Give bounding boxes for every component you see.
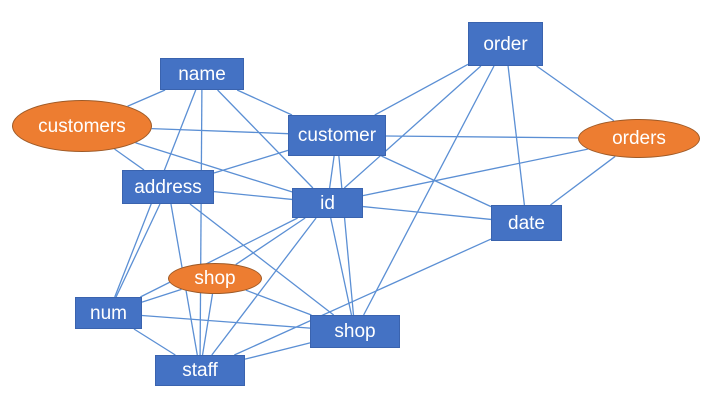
node-label-shop_e: shop	[194, 268, 236, 289]
edge-id-date	[362, 205, 492, 221]
edge-id-staff	[211, 217, 317, 356]
edge-name-id	[217, 89, 314, 189]
edge-address-num	[115, 203, 161, 298]
node-order[interactable]: order	[468, 22, 543, 66]
node-label-address: address	[134, 176, 202, 198]
node-id[interactable]: id	[292, 188, 363, 218]
edge-customers-id	[135, 142, 293, 193]
edge-address-id	[213, 190, 293, 201]
node-label-customers: customers	[38, 115, 126, 137]
edge-shop_e-staff	[201, 293, 214, 356]
node-date[interactable]: date	[491, 205, 562, 241]
node-label-staff: staff	[182, 360, 218, 381]
edge-orders-date	[550, 155, 616, 206]
node-label-name: name	[178, 63, 226, 85]
edge-customer-shop_r	[338, 155, 355, 316]
edge-customer-date	[381, 155, 492, 208]
edge-id-shop_e	[235, 217, 306, 266]
edge-id-orders	[362, 148, 588, 197]
edge-name-customer	[236, 89, 293, 116]
edge-shop_e-shop_r	[245, 289, 312, 316]
edge-customer-orders	[385, 135, 579, 139]
edge-id-num	[140, 217, 298, 298]
node-label-shop_r: shop	[334, 321, 376, 342]
node-label-orders: orders	[612, 128, 666, 149]
edge-customer-id	[328, 155, 335, 189]
node-orders[interactable]: orders	[578, 119, 700, 158]
node-customer[interactable]: customer	[288, 115, 386, 156]
node-shop_r[interactable]: shop	[310, 315, 400, 348]
node-address[interactable]: address	[122, 170, 214, 204]
edge-name-staff	[199, 89, 203, 356]
edge-address-shop_r	[189, 203, 335, 316]
node-name[interactable]: name	[160, 58, 244, 90]
edge-num-staff	[133, 328, 176, 356]
node-label-id: id	[320, 192, 335, 214]
edge-shop_e-num	[141, 288, 182, 303]
edge-customers-address	[114, 148, 145, 171]
node-label-customer: customer	[297, 125, 377, 146]
node-label-date: date	[508, 212, 545, 234]
edge-address-customer	[213, 149, 289, 174]
node-label-num: num	[90, 302, 127, 324]
node-staff[interactable]: staff	[155, 355, 245, 386]
edge-id-order	[343, 65, 482, 189]
node-num[interactable]: num	[75, 297, 142, 329]
edge-num-shop_r	[141, 314, 311, 329]
node-customers[interactable]: customers	[12, 100, 152, 152]
node-shop_e[interactable]: shop	[168, 263, 262, 294]
edge-staff-date	[234, 238, 492, 356]
edge-customers-name	[127, 89, 166, 107]
edge-id-shop_r	[330, 217, 353, 316]
edge-order-orders	[536, 65, 615, 122]
edge-staff-shop_r	[244, 342, 311, 360]
edge-customers-customer	[151, 127, 289, 135]
node-label-order: order	[483, 33, 528, 55]
edge-order-shop_r	[363, 65, 495, 316]
edge-order-date	[507, 65, 526, 206]
edge-customer-order	[374, 63, 469, 116]
